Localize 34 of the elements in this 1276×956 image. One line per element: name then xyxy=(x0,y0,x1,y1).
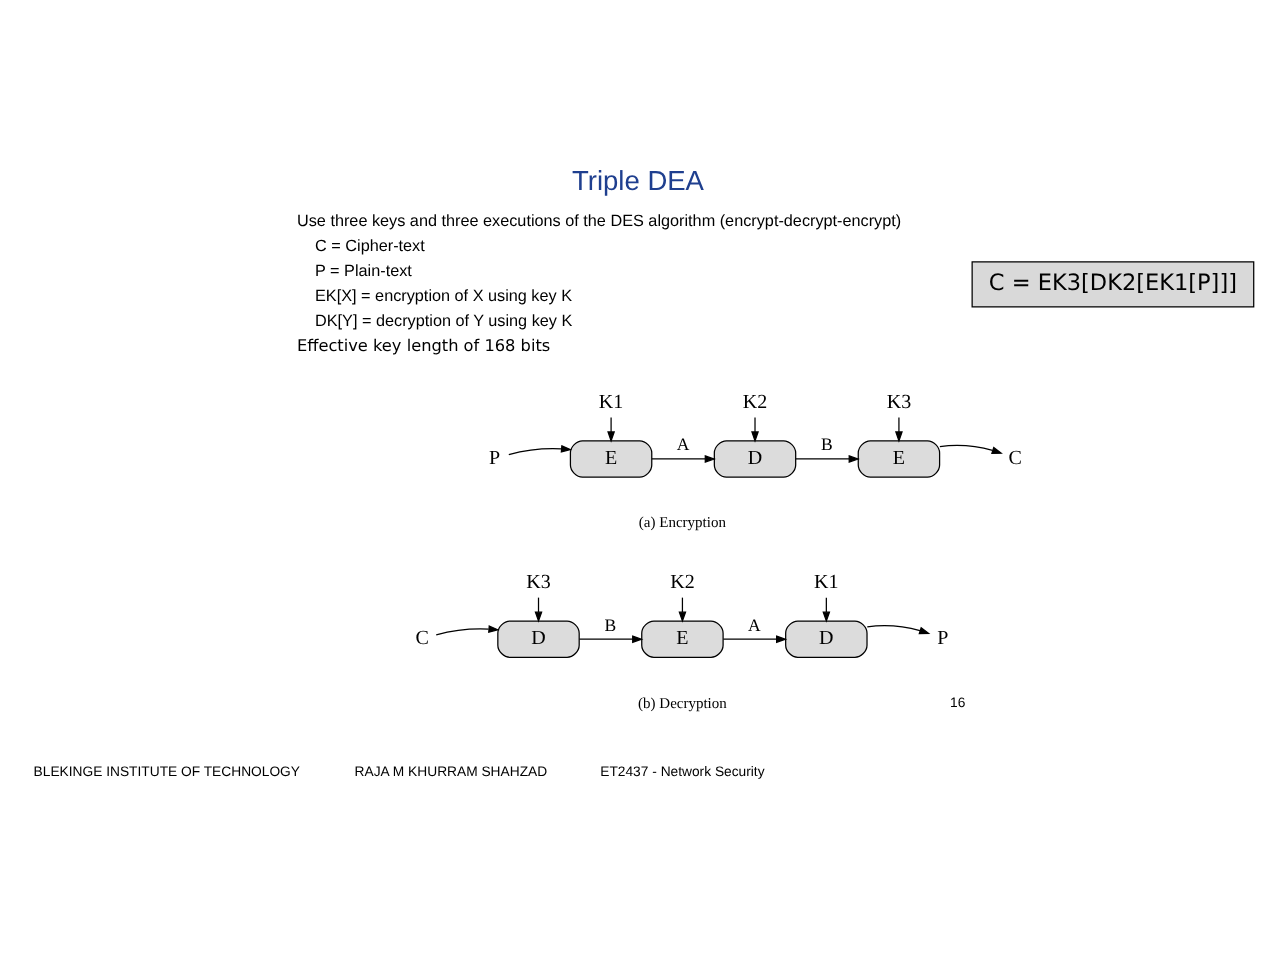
node-text: K3 xyxy=(886,391,912,414)
arrow xyxy=(866,623,931,634)
node-text: K1 xyxy=(814,571,839,594)
edge-label: B xyxy=(604,613,617,634)
node-text: P xyxy=(489,446,501,469)
node-text: K1 xyxy=(598,391,624,414)
arrow xyxy=(435,624,500,635)
edge-label: A xyxy=(676,433,690,454)
node-text: K2 xyxy=(670,571,695,594)
node-box: D xyxy=(785,619,868,657)
node-text: P xyxy=(937,626,949,649)
arrow xyxy=(651,454,716,462)
node-box: E xyxy=(857,439,941,477)
node-text: K2 xyxy=(742,391,768,414)
diagram-title: Triple DEA xyxy=(572,165,704,196)
node-box: D xyxy=(497,619,580,657)
arrow xyxy=(795,454,860,462)
node-box: D xyxy=(713,439,797,477)
arrow xyxy=(607,415,616,442)
node-text: C xyxy=(1008,446,1022,469)
arrow xyxy=(722,634,788,643)
edge-label: B xyxy=(821,433,833,454)
node-box: E xyxy=(569,439,653,477)
node-box: C = EK3[DK2[EK1[P]]] xyxy=(971,260,1255,307)
arrow xyxy=(894,415,903,442)
node-text: C xyxy=(415,626,429,649)
arrow xyxy=(939,443,1003,454)
arrow xyxy=(578,634,644,643)
label: Effective key length of 168 bits xyxy=(296,334,551,355)
node-box: E xyxy=(641,619,724,657)
node-text: K3 xyxy=(526,571,551,594)
arrow xyxy=(751,415,759,442)
edge-label: A xyxy=(748,613,761,634)
arrow xyxy=(508,443,573,455)
